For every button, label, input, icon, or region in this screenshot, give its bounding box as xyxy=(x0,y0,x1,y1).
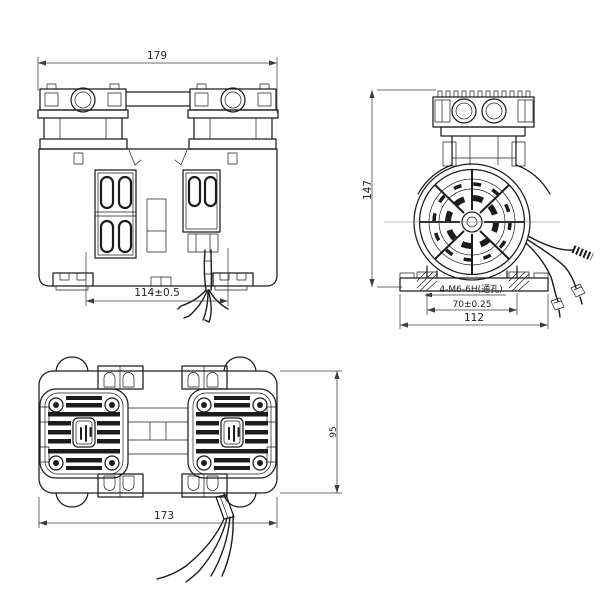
side-mounting-base xyxy=(399,265,549,292)
side-dim-mounting-holes-note: 4-M6-6H(通孔) xyxy=(424,284,506,298)
top-dim-overall-length: 173 xyxy=(38,497,278,528)
front-motor-body xyxy=(38,148,278,291)
side-housing-shoulders xyxy=(417,164,551,195)
top-right-logo-badge xyxy=(220,417,244,448)
top-head-cover-right xyxy=(187,388,277,479)
top-overall-length-label: 173 xyxy=(154,510,174,522)
top-power-wires xyxy=(156,494,235,583)
front-cylinder-head-right xyxy=(187,83,279,150)
side-cylinder-head xyxy=(432,90,535,167)
side-power-wires xyxy=(525,235,594,318)
top-body xyxy=(38,356,278,508)
top-overall-depth-label: 95 xyxy=(329,426,339,437)
side-base-width-label: 112 xyxy=(464,312,484,324)
front-head-link-bar xyxy=(125,91,191,107)
side-hole-note-label: 4-M6-6H(通孔) xyxy=(439,284,502,295)
top-view: 173 95 xyxy=(38,356,342,583)
front-foot-span-label: 114±0.5 xyxy=(134,287,180,299)
side-dim-base-width: 112 xyxy=(399,294,549,329)
front-dim-foot-span: 114±0.5 xyxy=(85,248,229,306)
front-dim-overall-width: 179 xyxy=(37,50,278,113)
top-head-cover-left xyxy=(39,388,129,479)
top-left-logo-badge xyxy=(72,417,96,448)
side-dim-hole-span: 70±0.25 xyxy=(426,293,518,315)
side-view: 147 xyxy=(362,89,594,329)
top-dim-overall-depth: 95 xyxy=(280,370,342,494)
side-dim-overall-height: 147 xyxy=(362,89,436,288)
front-overall-width-label: 179 xyxy=(147,50,167,62)
front-cylinder-head-left xyxy=(37,83,129,150)
front-view: 179 xyxy=(37,50,279,323)
side-overall-height-label: 147 xyxy=(362,180,374,200)
side-hole-span-label: 70±0.25 xyxy=(452,300,491,310)
